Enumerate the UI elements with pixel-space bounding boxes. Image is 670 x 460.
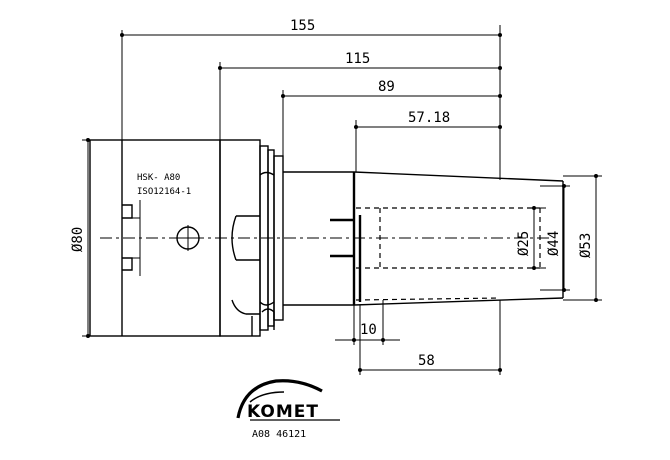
order-code: A08 46121	[252, 429, 306, 440]
komet-logo: KOMET A08 46121	[236, 379, 340, 440]
dim-dia44-label: Ø44	[546, 231, 562, 256]
dim-10-label: 10	[360, 322, 377, 338]
dim-115-label: 115	[345, 51, 370, 67]
dim-dia53-label: Ø53	[578, 233, 594, 258]
dim-dia80: Ø80	[70, 138, 122, 338]
dim-dia25-label: Ø25	[516, 231, 532, 256]
dim-89-label: 89	[378, 79, 395, 95]
dim-57-18-label: 57.18	[408, 110, 450, 126]
dim-115: 115	[218, 51, 502, 140]
dim-dia53: Ø53	[563, 174, 602, 302]
dim-dia25: Ø25	[516, 206, 546, 270]
dim-10: 10	[335, 300, 400, 345]
dim-58-label: 58	[418, 353, 435, 369]
logo-swoosh-icon	[236, 379, 323, 419]
norm-label: ISO12164-1	[137, 187, 191, 197]
dim-155: 155	[120, 18, 502, 200]
flange	[219, 139, 284, 337]
dim-58: 58	[358, 300, 502, 375]
logo-brand: KOMET	[247, 402, 319, 422]
dim-57-18: 57.18	[354, 110, 502, 172]
dim-dia44: Ø44	[540, 184, 570, 292]
shank-type-label: HSK- A80	[137, 173, 180, 183]
dim-dia80-label: Ø80	[70, 227, 86, 252]
dim-89: 89	[281, 79, 502, 172]
dim-155-label: 155	[290, 18, 315, 34]
